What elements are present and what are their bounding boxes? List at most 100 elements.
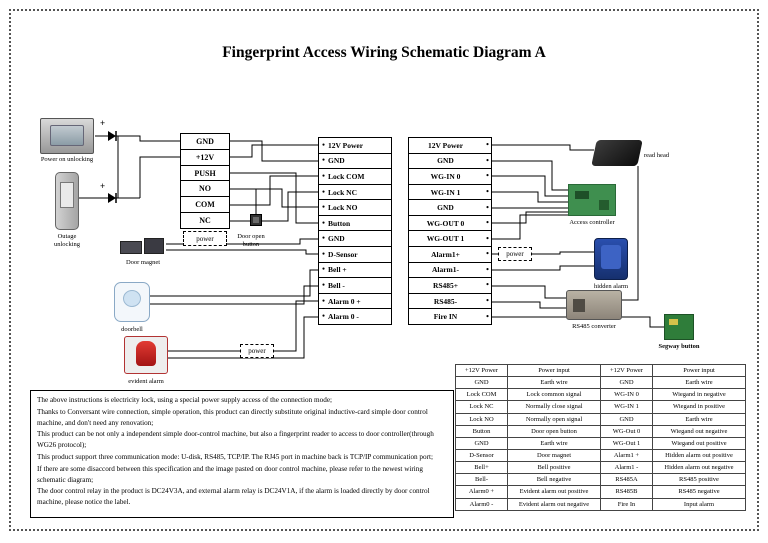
wire-table-cell: Input alarm	[652, 497, 746, 511]
wire-table-cell: Door magnet	[507, 448, 601, 463]
wire-table-cell: Hidden alarm out negative	[652, 461, 746, 475]
block-terminal-5: NC	[199, 216, 211, 226]
wire-table-cell: Hidden alarm out positive	[652, 448, 746, 463]
note-line-0: The above instructions is electricity lo…	[37, 396, 332, 404]
hidden-alarm-label: hidden alarm	[593, 283, 629, 290]
right-strip-terminal-2: WG-IN 0	[409, 169, 491, 185]
right-strip-terminal-11: Fire IN	[409, 309, 491, 324]
right-strip-terminal-9: RS485+	[409, 278, 491, 294]
wire-table-cell: Door open button	[507, 424, 601, 438]
power-on-unlocking-label: Power on unlocking	[40, 156, 94, 163]
instruction-notes: The above instructions is electricity lo…	[30, 390, 454, 518]
block-terminal-0: GND	[181, 134, 229, 150]
plus-mark-top: +	[100, 118, 106, 128]
block-terminal-2: PUSH	[181, 166, 229, 182]
outage-unlocking-label: Outage unlocking	[54, 233, 80, 248]
left-strip-terminal-3: Lock NC	[319, 185, 391, 201]
left-strip-terminal-11: Alarm 0 -	[319, 309, 391, 324]
plus-mark-bottom: +	[100, 181, 106, 191]
wire-table-cell: GND	[455, 436, 508, 450]
wire-table-cell: +12V Power	[600, 363, 653, 378]
left-strip-terminal-8: Bell +	[319, 263, 391, 279]
rs485-converter-label: RS485 converter	[572, 323, 616, 330]
wire-paths	[79, 135, 664, 359]
evident-alarm-image	[124, 336, 168, 374]
wire-table-cell: Fire In	[600, 497, 653, 511]
wire-table-cell: Lock common signal	[507, 388, 601, 402]
wire-table-cell: WG-IN 0	[600, 388, 653, 402]
right-strip-terminal-6: WG-OUT 1	[409, 231, 491, 248]
wire-table-cell: +12V Power	[455, 363, 508, 378]
right-strip-terminal-4: GND	[409, 200, 491, 216]
right-strip-terminal-3: WG-IN 1	[409, 185, 491, 201]
power-box-evident-alarm: power	[240, 344, 274, 358]
door-magnet-image	[120, 238, 166, 254]
read-head-label: read head	[644, 152, 670, 159]
right-strip-terminal-7: Alarm1+	[409, 247, 491, 263]
wire-table-cell: Bell-	[455, 473, 508, 487]
wire-table-cell: RS485 positive	[652, 473, 746, 487]
magnetic-lock-image	[40, 118, 94, 154]
wire-table-cell: GND	[600, 376, 653, 390]
left-strip-terminal-9: Bell -	[319, 278, 391, 294]
block-terminal-3: NO	[181, 181, 229, 198]
electric-strike-image	[55, 172, 79, 230]
wire-table-cell: Alarm1 +	[600, 448, 653, 463]
evident-alarm-label: evident alarm	[128, 378, 164, 385]
wire-table-cell: WG-IN 1	[600, 400, 653, 414]
door-magnet-label: Door magnet	[125, 259, 161, 266]
wire-table-cell: Button	[455, 424, 508, 438]
wire-table-cell: Lock NO	[455, 412, 508, 426]
wire-table-cell: Earth wire	[507, 376, 601, 390]
left-strip-terminal-7: D-Sensor	[319, 247, 391, 263]
wire-table-cell: Bell positive	[507, 461, 601, 475]
left-strip-terminal-4: Lock NO	[319, 200, 391, 216]
wire-table-cell: Evident alarm out positive	[507, 485, 601, 499]
wire-table-cell: Alarm1 -	[600, 461, 653, 475]
wire-table-cell: Alarm0 +	[455, 485, 508, 499]
left-strip-terminal-10: Alarm 0 +	[319, 294, 391, 310]
diode-symbols	[108, 131, 117, 203]
wire-table-cell: Alarm0 -	[455, 497, 508, 511]
read-head-image	[591, 140, 643, 166]
right-strip-terminal-10: RS485-	[409, 294, 491, 310]
wire-table-cell: Power input	[652, 363, 746, 378]
wire-table-cell: Wiegand out positive	[652, 436, 746, 450]
wire-table-cell: Lock COM	[455, 388, 508, 402]
note-line-5: The door control relay in the product is…	[37, 487, 430, 507]
wire-table-cell: GND	[600, 412, 653, 426]
right-strip-terminal-1: GND	[409, 154, 491, 170]
left-strip-terminal-2: Lock COM	[319, 169, 391, 185]
left-strip-terminal-6: GND	[319, 231, 391, 248]
note-line-1: Thanks to Conversant wire connection, si…	[37, 407, 428, 427]
doorbell-label: doorbell	[121, 326, 143, 333]
wire-table-cell: Power input	[507, 363, 601, 378]
fire-input-board-image	[664, 314, 694, 340]
hidden-alarm-image	[594, 238, 628, 280]
door-open-button-image	[250, 214, 262, 226]
right-strip-terminal-0: 12V Power	[409, 138, 491, 154]
power-box-block: power	[183, 231, 227, 246]
terminal-strip-right: 12V PowerGNDWG-IN 0WG-IN 1GNDWG-OUT 0WG-…	[408, 137, 492, 325]
note-line-2: This product can be not only a independe…	[37, 430, 434, 450]
power-box-hidden-alarm: power	[498, 247, 532, 261]
block-terminal-1: +12V	[181, 150, 229, 166]
door-open-button-label: Door open button	[237, 233, 265, 248]
left-strip-terminal-0: 12V Power	[319, 138, 391, 154]
wire-table-cell: Evident alarm out negative	[507, 497, 601, 511]
wire-table-cell: Bell+	[455, 461, 508, 475]
wire-table-cell: Earth wire	[507, 436, 601, 450]
